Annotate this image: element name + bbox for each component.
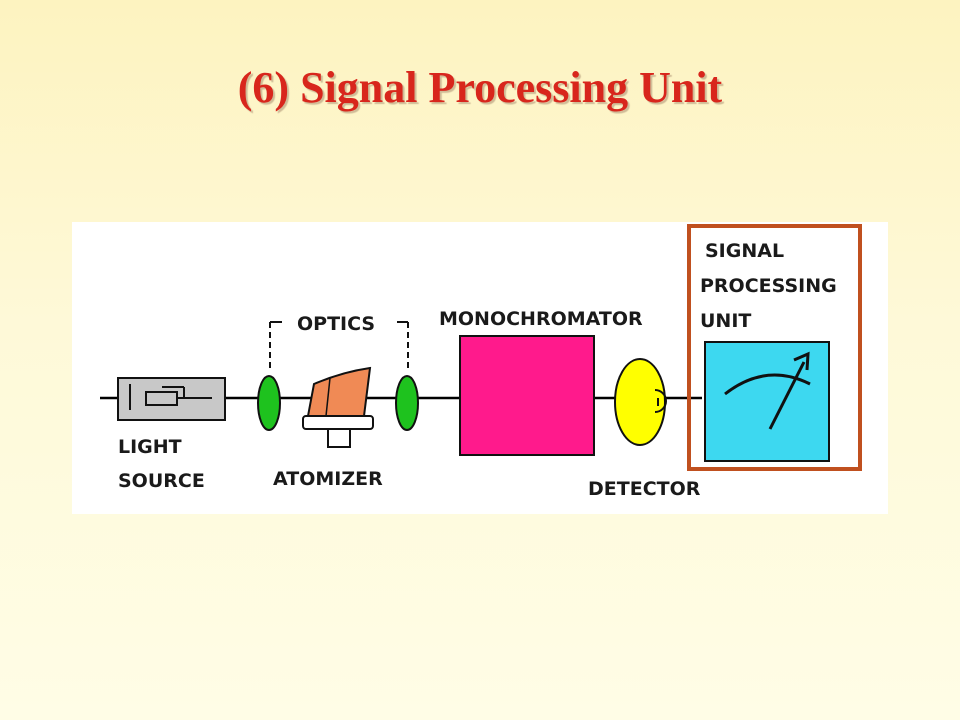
signal-unit-label-line2: PROCESSING — [700, 275, 837, 297]
light-source-label-line1: LIGHT — [118, 436, 182, 458]
optics-label: OPTICS — [297, 313, 375, 335]
light-source-label-line2: SOURCE — [118, 470, 205, 492]
signal-unit-highlight-frame — [687, 224, 862, 471]
optics-lens-right-icon — [395, 375, 419, 431]
detector-icon — [614, 358, 667, 446]
signal-meter-icon — [704, 341, 830, 462]
signal-unit-label-line1: SIGNAL — [705, 240, 784, 262]
monochromator-box-icon — [459, 335, 595, 456]
monochromator-label: MONOCHROMATOR — [439, 308, 643, 330]
optics-lens-left-icon — [257, 375, 281, 431]
light-source-lamp-icon — [117, 377, 226, 421]
detector-label: DETECTOR — [588, 478, 701, 500]
slide-title: (6) Signal Processing Unit — [237, 63, 723, 112]
optics-bracket — [269, 321, 409, 372]
atomizer-burner-icon — [302, 366, 374, 448]
signal-unit-label-line3: UNIT — [700, 310, 751, 332]
instrument-diagram: OPTICS MONOCHROMATOR LIGHT SOURCE ATOMIZ… — [100, 240, 837, 500]
atomizer-label: ATOMIZER — [273, 468, 383, 490]
diagram-panel: OPTICS MONOCHROMATOR LIGHT SOURCE ATOMIZ… — [72, 222, 888, 514]
